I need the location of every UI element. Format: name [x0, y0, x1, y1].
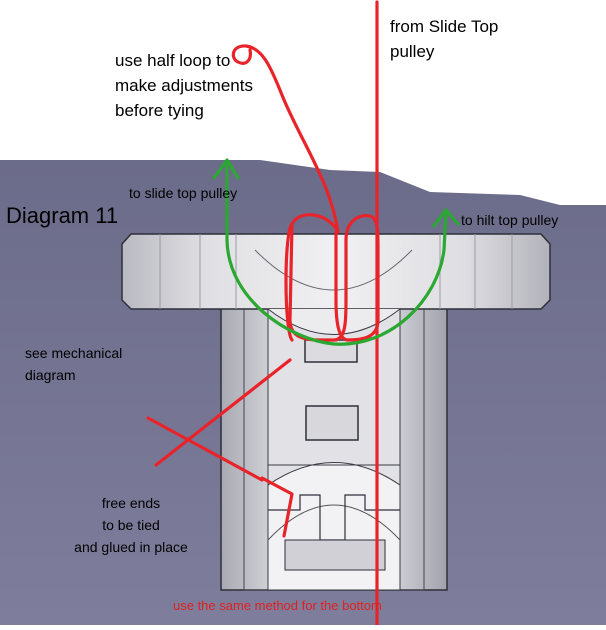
- lower-body: [220, 304, 448, 591]
- green-string: [212, 158, 460, 346]
- middle-slot: [305, 405, 359, 441]
- label-to-hilt-top-pulley: to hilt top pulley: [461, 212, 559, 228]
- label-free-ends: free ends to be tied and glued in place: [74, 495, 188, 555]
- label-half-loop: use half loop to make adjustments before…: [115, 51, 253, 120]
- label-to-slide-top-pulley: to slide top pulley: [129, 185, 238, 201]
- label-from-slide-top-pulley: from Slide Top pulley: [390, 17, 499, 61]
- arrow-right-head: [432, 208, 460, 228]
- red-string: [146, 0, 380, 627]
- label-bottom-note: use the same method for the bottom: [173, 598, 382, 613]
- diagram-title: Diagram 11: [6, 203, 119, 228]
- arrow-left-head: [212, 158, 240, 180]
- label-see-mechanical: see mechanical diagram: [25, 345, 123, 383]
